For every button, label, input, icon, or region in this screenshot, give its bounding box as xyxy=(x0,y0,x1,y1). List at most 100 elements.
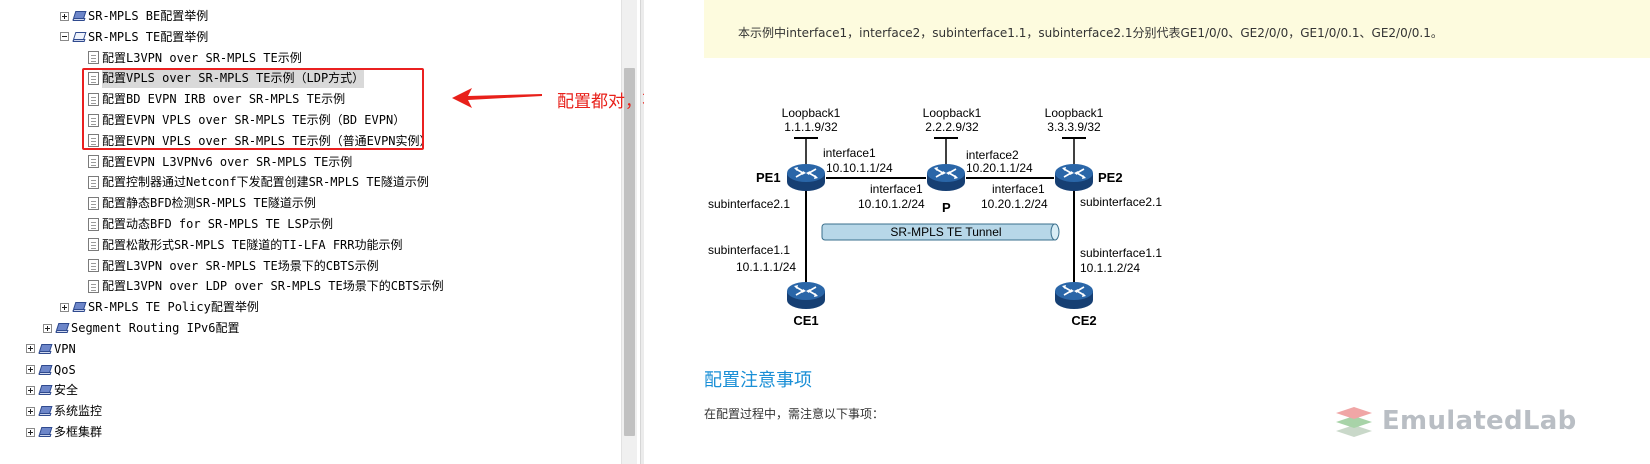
tree-item[interactable]: 配置VPLS over SR-MPLS TE示例（LDP方式） xyxy=(88,68,365,89)
tree-item[interactable]: 配置L3VPN over SR-MPLS TE场景下的CBTS示例 xyxy=(88,256,379,276)
tree-item-label: 配置EVPN VPLS over SR-MPLS TE示例（BD EVPN） xyxy=(102,113,406,127)
ce1-if-label: subinterface1.1 xyxy=(708,243,790,257)
tree-item-label: 配置L3VPN over SR-MPLS TE示例 xyxy=(102,50,302,65)
page-icon xyxy=(88,71,99,85)
expand-icon[interactable] xyxy=(26,365,35,375)
expand-icon[interactable] xyxy=(26,385,35,395)
pe1-if1-label: interface1 xyxy=(823,146,876,160)
book-icon xyxy=(38,405,53,417)
pane-splitter[interactable] xyxy=(640,0,644,464)
page-icon xyxy=(88,196,99,210)
pe2-name: PE2 xyxy=(1098,170,1123,185)
ce1-name: CE1 xyxy=(793,313,818,328)
pe1-name: PE1 xyxy=(756,170,781,185)
ce2-if-ip: 10.1.1.2/24 xyxy=(1080,261,1140,275)
page-icon xyxy=(88,238,99,252)
expand-icon[interactable] xyxy=(26,427,35,437)
tree-item[interactable]: 配置静态BFD检测SR-MPLS TE隧道示例 xyxy=(88,193,316,213)
tree-item[interactable]: 配置控制器通过Netconf下发配置创建SR-MPLS TE隧道示例 xyxy=(88,172,429,192)
tree-item-label: 配置VPLS over SR-MPLS TE示例（LDP方式） xyxy=(102,68,365,89)
ce2-name: CE2 xyxy=(1071,313,1096,328)
open-book-icon xyxy=(72,31,87,43)
tree-item-label: 配置L3VPN over LDP over SR-MPLS TE场景下的CBTS… xyxy=(102,279,444,294)
page-icon xyxy=(88,155,99,169)
page-icon xyxy=(88,279,99,293)
ce2-if-label: subinterface1.1 xyxy=(1080,246,1162,260)
pe2-if1-label: interface1 xyxy=(992,182,1045,196)
tree-item[interactable]: 系统监控 xyxy=(26,401,102,421)
book-icon xyxy=(72,10,87,22)
tree-item[interactable]: 配置EVPN VPLS over SR-MPLS TE示例（BD EVPN） xyxy=(88,110,405,130)
tree-item-label: 配置控制器通过Netconf下发配置创建SR-MPLS TE隧道示例 xyxy=(102,175,429,190)
router-ce2-icon xyxy=(1054,281,1094,310)
pe2-sub21-label: subinterface2.1 xyxy=(1080,195,1162,209)
tree-item[interactable]: VPN xyxy=(26,339,76,359)
tree-item-label: 多框集群 xyxy=(54,425,103,439)
tree-scrollbar[interactable] xyxy=(621,0,637,464)
ce1-if-ip: 10.1.1.1/24 xyxy=(736,260,796,274)
tree-item[interactable]: 配置动态BFD for SR-MPLS TE LSP示例 xyxy=(88,214,333,234)
tree-item-label: 配置EVPN L3VPNv6 over SR-MPLS TE示例 xyxy=(102,154,353,169)
p-if2-ip: 10.20.1.1/24 xyxy=(966,161,1033,175)
tree-item[interactable]: SR-MPLS TE Policy配置举例 xyxy=(60,297,259,317)
note-text: 本示例中interface1，interface2，subinterface1.… xyxy=(738,26,1443,40)
p-loopback-label: Loopback1 xyxy=(923,106,982,120)
tree-item-label: 配置静态BFD检测SR-MPLS TE隧道示例 xyxy=(102,196,316,211)
tree-item[interactable]: 多框集群 xyxy=(26,422,102,442)
tree-item[interactable]: QoS xyxy=(26,360,76,380)
tree-item[interactable]: SR-MPLS TE配置举例 xyxy=(60,27,208,47)
p-name: P xyxy=(942,200,951,215)
pe1-if1-ip: 10.10.1.1/24 xyxy=(826,161,893,175)
collapse-icon[interactable] xyxy=(60,32,69,42)
tree-item[interactable]: 配置EVPN VPLS over SR-MPLS TE示例（普通EVPN实例） xyxy=(88,131,432,151)
tunnel-label: SR-MPLS TE Tunnel xyxy=(890,225,1001,239)
tree-item[interactable]: 配置松散形式SR-MPLS TE隧道的TI-LFA FRR功能示例 xyxy=(88,235,403,255)
section-heading: 配置注意事项 xyxy=(704,370,812,391)
tree-item[interactable]: 安全 xyxy=(26,380,78,400)
router-p-icon xyxy=(926,163,966,192)
tree-item-label: 配置动态BFD for SR-MPLS TE LSP示例 xyxy=(102,217,333,231)
watermark-text: EmulatedLab xyxy=(1382,406,1577,436)
expand-icon[interactable] xyxy=(26,344,35,354)
book-icon xyxy=(38,364,53,376)
network-topology-diagram: SR-MPLS TE Tunnel Loopback1 1.1.1.9/32 L… xyxy=(708,106,1162,328)
tree-item[interactable]: SR-MPLS BE配置举例 xyxy=(60,6,208,26)
tree-item[interactable]: 配置L3VPN over SR-MPLS TE示例 xyxy=(88,48,302,68)
annotation-arrow-icon xyxy=(452,88,542,108)
pe1-loopback-ip: 1.1.1.9/32 xyxy=(784,120,838,134)
tree-item-label: SR-MPLS BE配置举例 xyxy=(88,9,209,23)
document-pane: 本示例中interface1，interface2，subinterface1.… xyxy=(644,0,1650,464)
page-icon xyxy=(88,51,99,65)
tree-item-label: 配置BD EVPN IRB over SR-MPLS TE示例 xyxy=(102,92,346,107)
page-icon xyxy=(88,259,99,273)
tree-item-label: 系统监控 xyxy=(54,404,103,419)
expand-icon[interactable] xyxy=(60,302,69,312)
tree-item[interactable]: Segment Routing IPv6配置 xyxy=(43,318,240,338)
tree-item[interactable]: 配置EVPN L3VPNv6 over SR-MPLS TE示例 xyxy=(88,152,352,172)
tree-item[interactable]: 配置L3VPN over LDP over SR-MPLS TE场景下的CBTS… xyxy=(88,276,444,296)
scrollbar-thumb[interactable] xyxy=(624,68,635,436)
tree-item-label: SR-MPLS TE Policy配置举例 xyxy=(88,300,259,315)
expand-icon[interactable] xyxy=(43,323,52,333)
tree-item[interactable]: 配置BD EVPN IRB over SR-MPLS TE示例 xyxy=(88,89,345,109)
layers-logo-icon xyxy=(1336,407,1372,437)
tree-item-label: 配置L3VPN over SR-MPLS TE场景下的CBTS示例 xyxy=(102,258,379,273)
pe1-loopback-label: Loopback1 xyxy=(782,106,841,120)
page-icon xyxy=(88,92,99,106)
pe2-loopback-ip: 3.3.3.9/32 xyxy=(1047,120,1101,134)
p-if1-label: interface1 xyxy=(870,182,923,196)
note-box: 本示例中interface1，interface2，subinterface1.… xyxy=(704,0,1650,58)
router-pe2-icon xyxy=(1054,163,1094,192)
tree-item-label: 配置松散形式SR-MPLS TE隧道的TI-LFA FRR功能示例 xyxy=(102,237,403,252)
router-pe1-icon xyxy=(786,163,826,192)
tree-item-label: 配置EVPN VPLS over SR-MPLS TE示例（普通EVPN实例） xyxy=(102,133,432,148)
page-icon xyxy=(88,113,99,127)
watermark: EmulatedLab xyxy=(1334,398,1634,444)
expand-icon[interactable] xyxy=(60,11,69,21)
pe2-loopback-label: Loopback1 xyxy=(1045,106,1104,120)
navigation-tree: SR-MPLS BE配置举例 SR-MPLS TE配置举例配置L3VPN over… xyxy=(0,0,638,464)
expand-icon[interactable] xyxy=(26,406,35,416)
book-icon xyxy=(72,301,87,313)
book-icon xyxy=(38,426,53,438)
page-icon xyxy=(88,175,99,189)
